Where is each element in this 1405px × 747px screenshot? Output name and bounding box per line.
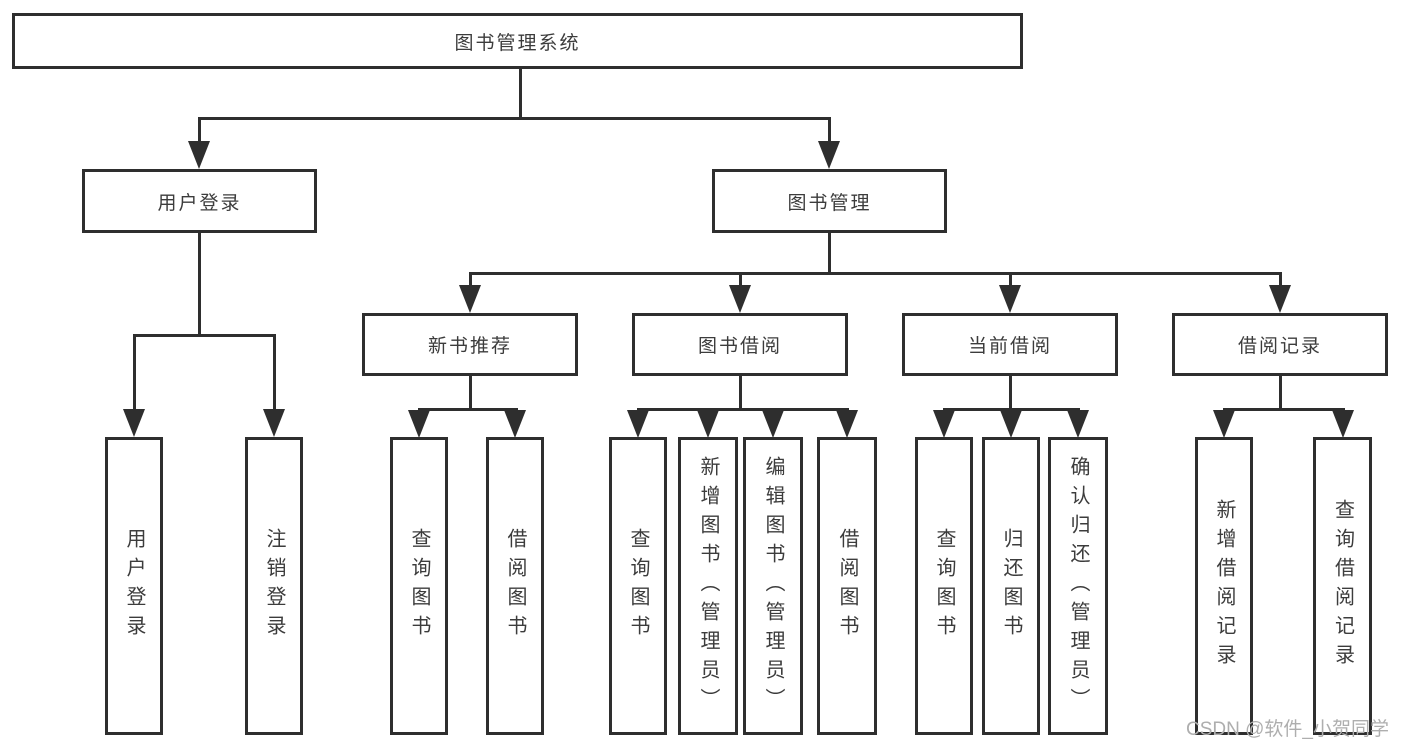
leaf-user-login: 用户登录	[105, 437, 163, 735]
node-new-book-recommend: 新书推荐	[362, 313, 578, 376]
arrow-down-icon	[933, 410, 955, 438]
connector-leaf-stem	[273, 334, 276, 412]
connector-leaf-stem	[133, 334, 136, 412]
arrow-down-icon	[504, 410, 526, 438]
node-book-borrowing: 图书借阅	[632, 313, 848, 376]
leaf-add-borrow-record: 新增借阅记录	[1195, 437, 1253, 735]
arrow-down-icon	[729, 285, 751, 313]
leaf-query-books-borrowing-label: 查询图书	[627, 528, 649, 644]
node-book-management: 图书管理	[712, 169, 947, 233]
node-borrowing-records-label: 借阅记录	[1237, 336, 1322, 357]
node-library-system-label: 图书管理系统	[454, 32, 581, 54]
leaf-confirm-return-admin-label: 确认归还（管理员）	[1067, 455, 1089, 717]
leaf-add-books-admin: 新增图书（管理员）	[678, 437, 738, 735]
leaf-return-books-label: 归还图书	[1000, 528, 1022, 644]
leaf-borrow-books-recommend: 借阅图书	[486, 437, 544, 735]
node-borrowing-records: 借阅记录	[1172, 313, 1388, 376]
arrow-down-icon	[999, 285, 1021, 313]
leaf-logout-login-label: 注销登录	[263, 528, 285, 644]
connector-recommend-hbar	[418, 408, 518, 411]
arrow-down-icon	[188, 141, 210, 169]
connector-current-down	[1009, 376, 1012, 411]
node-book-borrowing-label: 图书借阅	[697, 336, 782, 357]
leaf-query-borrow-record-label: 查询借阅记录	[1331, 499, 1354, 673]
connector-level3-stem	[469, 272, 472, 288]
leaf-query-books-borrowing: 查询图书	[609, 437, 667, 735]
connector-book-mgmt-hbar	[469, 272, 1282, 275]
arrow-down-icon	[697, 410, 719, 438]
arrow-down-icon	[408, 410, 430, 438]
connector-level3-stem	[739, 272, 742, 288]
node-current-borrowing-label: 当前借阅	[967, 336, 1052, 357]
arrow-down-icon	[1269, 285, 1291, 313]
leaf-edit-books-admin-label: 编辑图书（管理员）	[762, 455, 784, 717]
connector-root-stem	[519, 69, 522, 119]
arrow-down-icon	[263, 409, 285, 437]
arrow-down-icon	[459, 285, 481, 313]
leaf-add-borrow-record-label: 新增借阅记录	[1213, 499, 1235, 673]
arrow-down-icon	[1000, 410, 1022, 438]
arrow-down-icon	[1067, 410, 1089, 438]
connector-user-login-stem	[198, 117, 201, 145]
leaf-user-login-label: 用户登录	[123, 528, 145, 644]
connector-records-down	[1279, 376, 1282, 411]
leaf-query-books-current-label: 查询图书	[933, 528, 955, 644]
leaf-edit-books-admin: 编辑图书（管理员）	[743, 437, 803, 735]
arrow-down-icon	[762, 410, 784, 438]
connector-recommend-down	[469, 376, 472, 411]
leaf-return-books: 归还图书	[982, 437, 1040, 735]
leaf-query-books-recommend-label: 查询图书	[408, 528, 430, 644]
node-library-system: 图书管理系统	[12, 13, 1023, 69]
leaf-borrow-books-borrowing: 借阅图书	[817, 437, 877, 735]
node-user-login-label: 用户登录	[157, 192, 242, 214]
connector-book-mgmt-down	[828, 233, 831, 275]
csdn-watermark: CSDN @软件_小贺同学	[1186, 719, 1389, 740]
leaf-logout-login: 注销登录	[245, 437, 303, 735]
connector-user-login-hbar	[133, 334, 276, 337]
node-new-book-recommend-label: 新书推荐	[427, 336, 512, 357]
connector-borrowing-hbar	[637, 408, 849, 411]
connector-current-hbar	[943, 408, 1080, 411]
arrow-down-icon	[1332, 410, 1354, 438]
node-user-login: 用户登录	[82, 169, 317, 233]
arrow-down-icon	[818, 141, 840, 169]
node-book-management-label: 图书管理	[787, 192, 872, 214]
leaf-query-books-recommend: 查询图书	[390, 437, 448, 735]
leaf-add-books-admin-label: 新增图书（管理员）	[697, 455, 719, 717]
arrow-down-icon	[1213, 410, 1235, 438]
leaf-confirm-return-admin: 确认归还（管理员）	[1048, 437, 1108, 735]
connector-borrowing-down	[739, 376, 742, 411]
leaf-borrow-books-recommend-label: 借阅图书	[504, 528, 526, 644]
leaf-query-borrow-record: 查询借阅记录	[1313, 437, 1372, 735]
connector-level3-stem	[1279, 272, 1282, 288]
connector-records-hbar	[1223, 408, 1345, 411]
connector-root-hbar	[198, 117, 831, 120]
arrow-down-icon	[627, 410, 649, 438]
arrow-down-icon	[123, 409, 145, 437]
connector-book-mgmt-stem	[828, 117, 831, 145]
leaf-borrow-books-borrowing-label: 借阅图书	[836, 528, 858, 644]
leaf-query-books-current: 查询图书	[915, 437, 973, 735]
connector-level3-stem	[1009, 272, 1012, 288]
connector-user-login-down	[198, 233, 201, 337]
arrow-down-icon	[836, 410, 858, 438]
node-current-borrowing: 当前借阅	[902, 313, 1118, 376]
